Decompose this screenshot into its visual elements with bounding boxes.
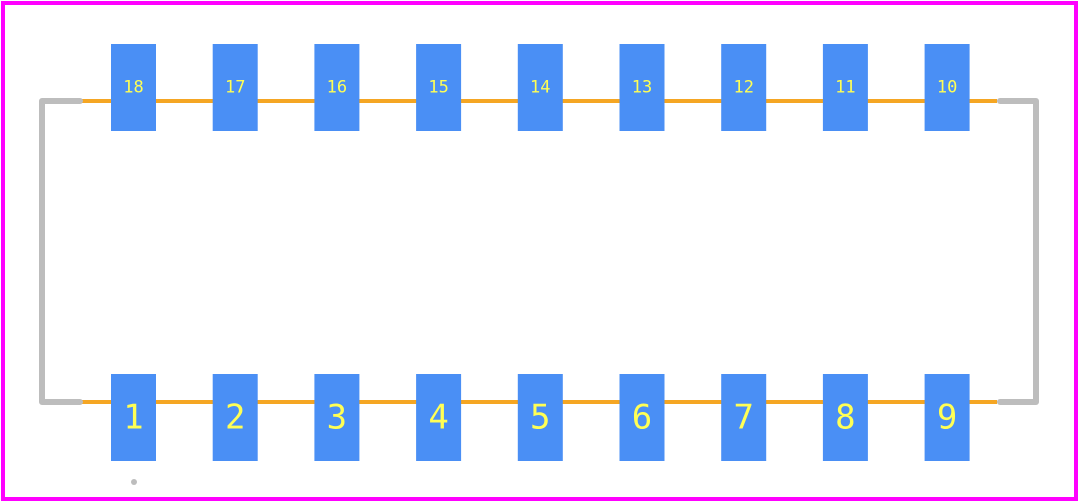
pad-label: 6 [632,398,652,438]
pad-label: 9 [937,398,957,438]
pad-rect [212,44,258,131]
pad-rect [822,44,868,131]
pad-15: 15 [416,44,462,131]
pad-9: 9 [924,374,970,461]
pad-rect [721,374,767,461]
pad-rect [517,374,563,461]
pad-8: 8 [822,374,868,461]
top-pad-row: 18 17 16 15 14 13 12 11 10 [111,44,970,131]
pad-rect [517,44,563,131]
pad-label: 16 [327,78,347,98]
pad-label: 1 [123,398,143,438]
pad-label: 13 [632,78,652,98]
pad-16: 16 [314,44,360,131]
pad-rect [416,44,462,131]
silkscreen-left-bracket [39,98,83,405]
pad-rect [822,374,868,461]
pad-rect [416,374,462,461]
pad-3: 3 [314,374,360,461]
pad-7: 7 [721,374,767,461]
pin1-marker-dot [131,479,137,485]
pad-6: 6 [619,374,665,461]
pad-10: 10 [924,44,970,131]
pad-label: 15 [428,78,448,98]
pad-label: 7 [733,398,753,438]
pad-rect [314,374,360,461]
pad-label: 5 [530,398,550,438]
pad-label: 12 [733,78,753,98]
pad-17: 17 [212,44,258,131]
pad-rect [721,44,767,131]
pad-11: 11 [822,44,868,131]
pad-1: 1 [111,374,156,461]
pad-2: 2 [212,374,258,461]
pad-label: 8 [835,398,855,438]
pad-label: 14 [530,78,550,98]
pad-rect [924,374,970,461]
pad-rect [111,44,156,131]
pad-4: 4 [416,374,462,461]
pad-rect [314,44,360,131]
pad-18: 18 [111,44,156,131]
silkscreen-right-bracket [997,98,1039,405]
pad-rect [212,374,258,461]
pad-label: 2 [225,398,245,438]
pad-rect [619,374,665,461]
pad-rect [619,44,665,131]
pad-label: 3 [327,398,347,438]
pad-label: 11 [835,78,855,98]
pad-14: 14 [517,44,563,131]
pad-label: 4 [428,398,448,438]
pad-label: 10 [937,78,957,98]
pad-label: 18 [123,78,143,98]
bottom-pad-row: 1 2 3 4 5 6 7 8 9 [111,374,970,461]
pad-5: 5 [517,374,563,461]
pad-13: 13 [619,44,665,131]
pad-12: 12 [721,44,767,131]
pad-label: 17 [225,78,245,98]
pad-rect [924,44,970,131]
pad-rect [111,374,156,461]
